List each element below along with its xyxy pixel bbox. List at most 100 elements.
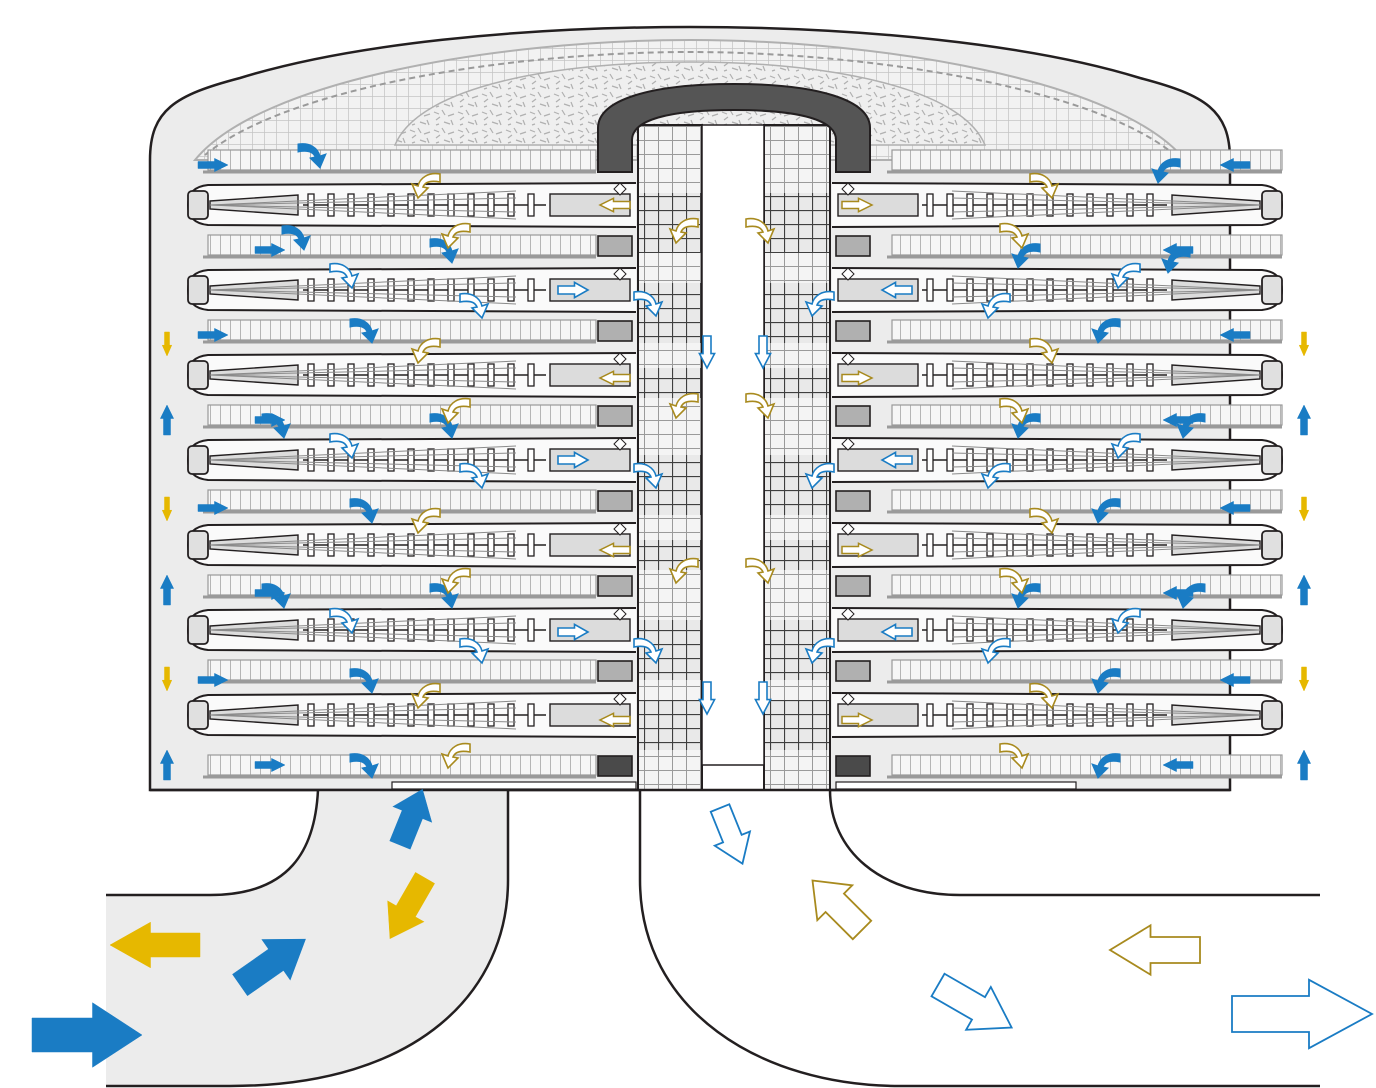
disc-wedge <box>1171 449 1261 471</box>
curved-arrow-shape <box>410 507 441 535</box>
disc-fan-line <box>209 544 517 560</box>
curved-arrow-shape <box>281 225 311 251</box>
curved-arrow-shape <box>804 637 835 665</box>
side-up-arrow-right <box>1296 574 1312 606</box>
disc-tooth <box>1066 448 1074 472</box>
filter-disc <box>186 182 637 228</box>
disc-tooth <box>387 533 395 557</box>
disc-fan-line <box>209 452 517 461</box>
core-backflush-arrow-right <box>745 217 776 245</box>
disc-tooth <box>427 448 435 472</box>
core-connector-right <box>835 405 871 427</box>
disc-tooth <box>1026 278 1034 302</box>
backflush-arrow-down-left <box>440 567 471 595</box>
disc-tooth <box>1126 533 1134 557</box>
backflush-arrow-down-right <box>999 742 1030 770</box>
filter-disc <box>831 352 1284 398</box>
disc-tooth <box>447 278 455 302</box>
curved-arrow-shape <box>410 172 441 200</box>
curved-arrow-shape <box>261 583 291 609</box>
outline-straight-arrow-right <box>880 281 913 299</box>
side-up-arrow-left <box>159 574 175 606</box>
core-backflush-arrow-right <box>745 392 776 420</box>
rib-plate <box>207 149 597 171</box>
disc-tooth <box>367 363 375 387</box>
curved-arrow-shape <box>429 583 459 609</box>
disc-tooth <box>966 363 974 387</box>
inflow-arrow-left <box>197 327 229 343</box>
disc-fan-line <box>209 544 517 553</box>
curved-arrow-shape <box>349 668 379 694</box>
curved-arrow-shape <box>329 607 360 635</box>
disc-tooth <box>1066 533 1074 557</box>
curved-flow-arrow-left <box>429 238 459 264</box>
backflush-exit-arrow-2 <box>387 872 435 940</box>
curved-arrow-shape <box>410 337 441 365</box>
core-connector-right <box>835 575 871 597</box>
disc-fan-line <box>209 530 517 546</box>
curved-arrow-shape <box>999 222 1030 250</box>
inflow-arrow-right <box>1219 672 1251 688</box>
disc-tooth <box>387 703 395 727</box>
disc-tooth <box>447 363 455 387</box>
core-entry-arrow-left <box>633 637 664 665</box>
curved-arrow-shape <box>999 742 1030 770</box>
outlet-pipe-outer-wall <box>638 790 1320 1088</box>
disc-tooth <box>966 618 974 642</box>
disc-tooth <box>1006 533 1014 557</box>
inflow-arrow-left <box>197 500 229 516</box>
backflush-entry-arrow-2 <box>1108 923 1201 977</box>
core-connector-left <box>597 320 633 342</box>
core-down-arrow <box>754 335 772 370</box>
disc-tooth <box>487 363 495 387</box>
core-connector-left <box>597 660 633 682</box>
rib-layer <box>203 489 597 514</box>
disc-tooth <box>487 448 495 472</box>
side-down-arrow-right <box>1298 331 1310 357</box>
rib-plate <box>891 149 1283 171</box>
side-up-arrow-left <box>159 749 175 781</box>
filter-disc <box>831 607 1284 653</box>
curved-arrow-shape <box>980 292 1011 320</box>
backflush-arrow-down-right <box>999 397 1030 425</box>
rib-layer <box>887 754 1283 779</box>
outline-flow-arrow-right <box>980 292 1011 320</box>
disc-fan-line <box>951 544 1261 560</box>
backflush-arrow-up-right <box>1029 337 1060 365</box>
core-connector-left <box>597 490 633 512</box>
backflush-arrow-up-right <box>1029 682 1060 710</box>
disc-tooth <box>307 193 315 217</box>
disc-tooth <box>966 448 974 472</box>
core-entry-arrow-left <box>633 290 664 318</box>
disc-fan-line <box>951 282 1261 291</box>
curved-arrow-shape <box>745 557 776 585</box>
disc-end-cap <box>1261 275 1283 305</box>
outline-flow-arrow-right <box>980 462 1011 490</box>
disc-fan-line <box>209 282 517 291</box>
flow-arrows <box>31 143 1374 1068</box>
inflow-arrow-left <box>254 757 286 773</box>
curved-arrow-shape <box>261 413 291 439</box>
disc-tooth <box>307 278 315 302</box>
disc-tooth <box>527 193 535 217</box>
disc-wedge <box>1171 704 1261 726</box>
disc-tooth <box>427 533 435 557</box>
disc-tooth <box>926 448 934 472</box>
curved-arrow-shape <box>1091 318 1121 344</box>
disc-tooth <box>1046 618 1054 642</box>
disc-tooth <box>427 703 435 727</box>
disc-end-cap <box>187 530 209 560</box>
disc-tooth <box>407 448 415 472</box>
disc-tooth <box>1106 363 1114 387</box>
disc-tooth <box>327 193 335 217</box>
disc-fan-line <box>951 615 1261 631</box>
disc-wedge <box>209 704 299 726</box>
curved-arrow-shape <box>1011 413 1041 439</box>
curved-flow-arrow-left <box>297 143 327 169</box>
curved-flow-arrow-right <box>1011 413 1041 439</box>
curved-flow-arrow-right <box>1176 413 1206 439</box>
disc-tooth <box>1026 533 1034 557</box>
outline-flow-arrow-left <box>329 432 360 460</box>
disc-fan-line <box>209 622 517 631</box>
